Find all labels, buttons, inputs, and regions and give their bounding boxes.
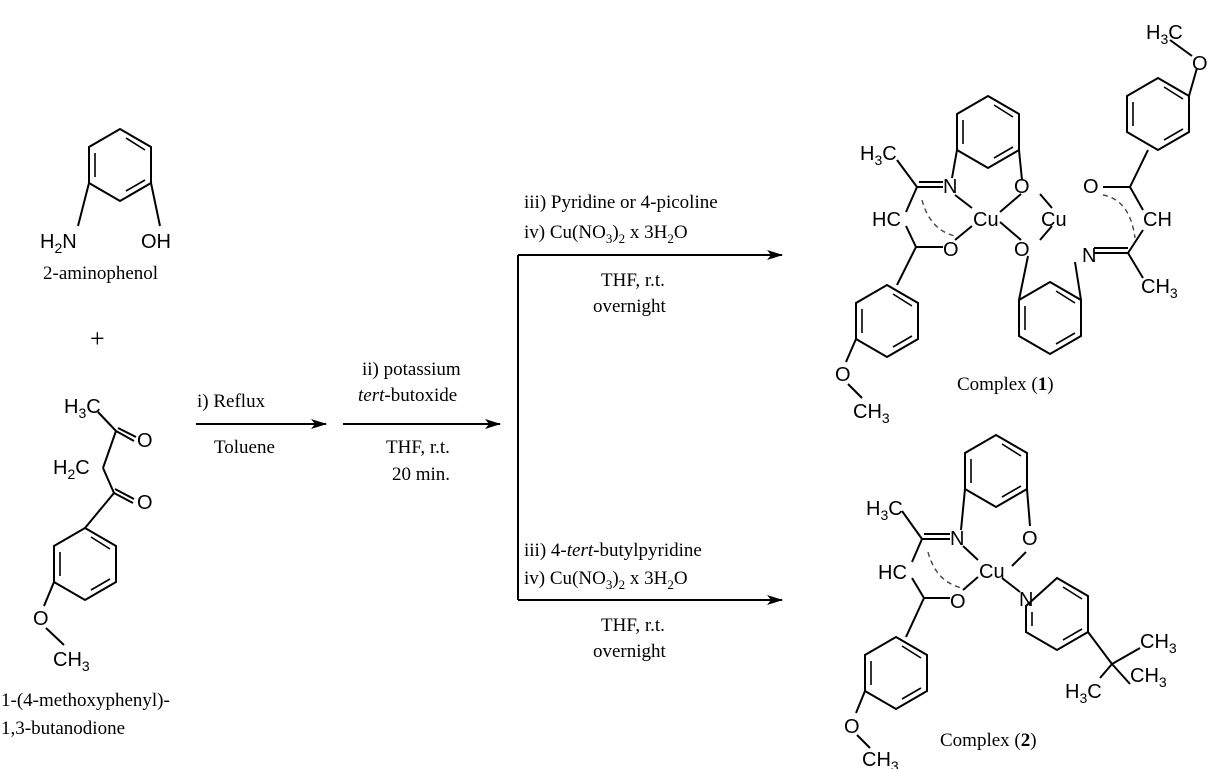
complex1-methyl-top-right: H3C [1146, 22, 1183, 47]
complex2-copper: Cu [979, 561, 1005, 583]
aminophenol-name: 2-aminophenol [43, 263, 158, 284]
lower-step-iv: iv) Cu(NO3)2 x 3H2O [524, 568, 688, 592]
step2-conditions-line2: 20 min. [392, 464, 450, 485]
complex1-methyl-left: H3C [860, 143, 897, 168]
complex1-oxygen-bottom-mid: O [1014, 239, 1030, 261]
step2-reagent-line1: ii) potassium [362, 359, 461, 380]
amine-group-label: H2N [40, 231, 77, 256]
diketone-structure [43, 411, 137, 646]
complex2-oxygen-top: O [1022, 528, 1038, 550]
diketone-methyl-label: H3C [64, 396, 101, 421]
complex2-hc: HC [878, 562, 907, 584]
hydroxyl-group-label: OH [141, 231, 171, 253]
complex2-tbu-methyl-c: H3C [1065, 681, 1102, 706]
complex2-pyridine-nitrogen: N [1019, 589, 1033, 611]
complex1-nitrogen-right: N [1082, 245, 1096, 267]
complex2-tbu-methyl-a: CH3 [1140, 631, 1177, 656]
diketone-name-line1: 1-(4-methoxyphenyl)- [1, 690, 170, 711]
complex1-copper-right: Cu [1041, 209, 1067, 231]
complex2-oxygen-bottom: O [950, 591, 966, 613]
complex1-methoxy-methyl-left: CH3 [853, 401, 890, 426]
step2-reagent-line2: tert-butoxide [358, 385, 457, 406]
diketone-methoxy-oxygen: O [33, 608, 49, 630]
aminophenol-structure [77, 127, 161, 227]
complex1-oxygen-top-right: O [1083, 176, 1099, 198]
step2-conditions-line1: THF, r.t. [386, 437, 450, 458]
diketone-methoxy-methyl: CH3 [53, 649, 90, 674]
diketone-oxygen-2: O [137, 492, 153, 514]
complex2-methoxy-oxygen: O [844, 716, 860, 738]
complex2-tbu-methyl-b: CH3 [1130, 665, 1167, 690]
lower-conditions-line1: THF, r.t. [601, 615, 665, 636]
complex1-structure [845, 39, 1198, 399]
complex2-structure [855, 433, 1141, 749]
diketone-methylene-label: H2C [53, 457, 90, 482]
complex1-methoxy-oxygen-right: O [1192, 53, 1208, 75]
complex1-label: Complex (1) [957, 374, 1054, 395]
complex1-copper-left: Cu [973, 209, 999, 231]
upper-conditions-line2: overnight [593, 296, 667, 317]
step1-solvent: Toluene [214, 437, 275, 458]
complex2-nitrogen: N [950, 528, 964, 550]
complex1-nitrogen-left: N [943, 176, 957, 198]
complex2-methyl: H3C [866, 498, 903, 523]
complex1-hc-left: HC [872, 209, 901, 231]
diketone-name-line2: 1,3-butanodione [1, 718, 125, 739]
plus-sign: + [90, 324, 105, 353]
complex1-methoxy-oxygen-left: O [835, 364, 851, 386]
complex1-methyl-right: CH3 [1141, 276, 1178, 301]
complex2-label: Complex (2) [940, 730, 1037, 751]
complex1-oxygen-bottom-left: O [943, 239, 959, 261]
lower-step-iii: iii) 4-tert-butylpyridine [524, 540, 702, 561]
upper-conditions-line1: THF, r.t. [601, 270, 665, 291]
step1-reagent: i) Reflux [197, 391, 266, 412]
upper-step-iv: iv) Cu(NO3)2 x 3H2O [524, 222, 688, 246]
lower-conditions-line2: overnight [593, 641, 667, 662]
complex1-ch-right: CH [1143, 209, 1172, 231]
upper-step-iii: iii) Pyridine or 4-picoline [524, 192, 718, 213]
diketone-oxygen-1: O [137, 430, 153, 452]
complex1-oxygen-top-left: O [1014, 176, 1030, 198]
complex2-methoxy-methyl: CH3 [862, 749, 899, 769]
